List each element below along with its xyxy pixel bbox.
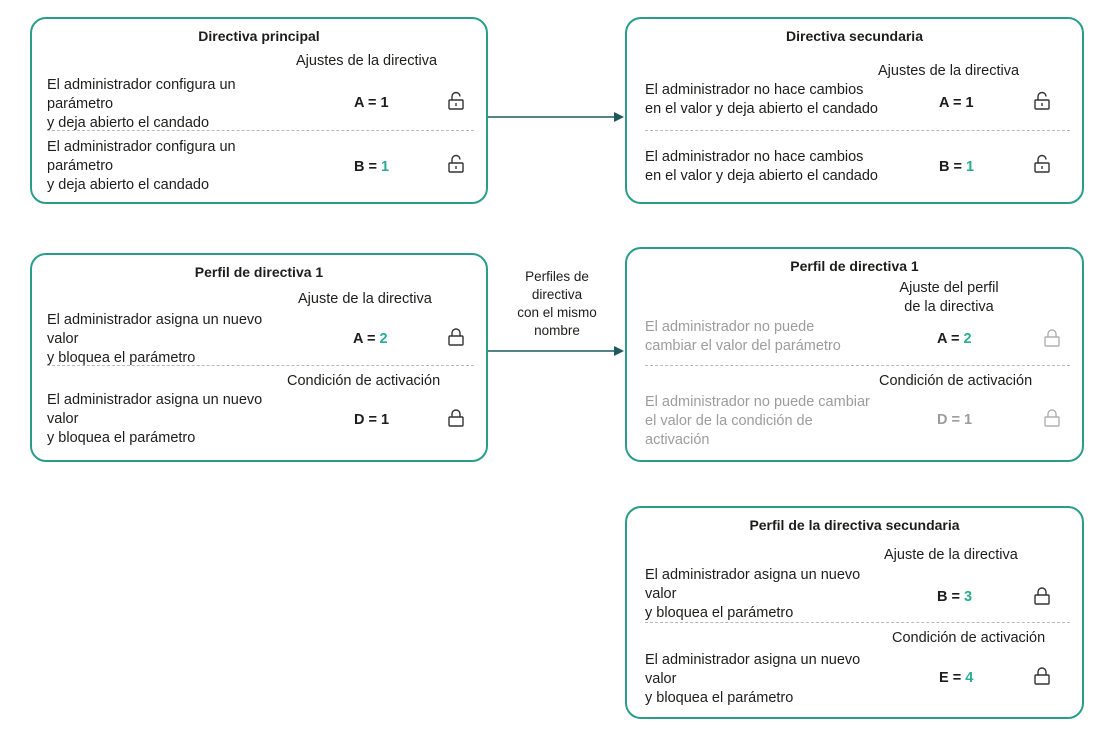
profile1-secondary-section-label: Ajuste del perfil de la directiva [899,280,999,315]
profile1-separator [47,365,474,366]
profile1-row1-value: A = 2 [353,331,388,347]
profile1-secondary-title: Perfil de directiva 1 [790,258,919,274]
main-policy-title: Directiva principal [198,28,320,44]
profile1-secondary-row1-text: El administrador no puede cambiar el val… [645,319,841,354]
lock-icon [1032,666,1052,686]
lock-icon [1042,408,1062,428]
arrow-caption: Perfiles de directiva con el mismo nombr… [517,269,597,338]
main-policy-box: Directiva principal Ajustes de la direct… [30,17,488,204]
secondary-profile-box: Perfil de la directiva secundaria Ajuste… [625,506,1084,719]
profile1-section2-label: Condición de activación [287,373,441,389]
profile1-secondary-section2-label: Condición de activación [879,373,1033,389]
profile1-section-label: Ajuste de la directiva [298,291,432,307]
unlock-icon [1032,154,1052,174]
profile1-title: Perfil de directiva 1 [194,264,324,280]
profile1-secondary-row2-value: D = 1 [937,412,973,428]
secondary-profile-row2-text: El administrador asigna un nuevo valor y… [645,652,861,706]
main-policy-row2-text: El administrador configura un parámetro … [47,139,236,193]
main-policy-separator [47,130,474,131]
inheritance-arrow [488,112,624,122]
unlock-icon [1032,91,1052,111]
secondary-profile-section2-label: Condición de activación [892,630,1046,646]
lock-icon [1042,328,1062,348]
secondary-profile-row1-value: B = 3 [937,589,973,605]
secondary-profile-row1-text: El administrador asigna un nuevo valor y… [645,567,861,621]
lock-icon [446,327,466,347]
secondary-policy-section-label: Ajustes de la directiva [878,63,1020,79]
profile1-secondary-box: Perfil de directiva 1 Ajuste del perfil … [625,247,1084,462]
lock-icon [1032,586,1052,606]
profile1-row1-text: El administrador asigna un nuevo valor y… [47,312,263,366]
lock-icon [446,408,466,428]
secondary-profile-section-label: Ajuste de la directiva [884,547,1018,563]
profile1-row2-text: El administrador asigna un nuevo valor y… [47,392,263,446]
secondary-policy-title: Directiva secundaria [786,28,923,44]
secondary-policy-row2-text: El administrador no hace cambios en el v… [645,149,878,184]
secondary-policy-separator [645,130,1070,131]
secondary-profile-title: Perfil de la directiva secundaria [749,517,960,533]
profile1-box: Perfil de directiva 1 Ajuste de la direc… [30,253,488,462]
main-policy-section-label: Ajustes de la directiva [296,53,438,69]
unlock-icon [446,91,466,111]
main-policy-row2-value: B = 1 [354,159,390,175]
secondary-policy-row1-value: A = 1 [939,95,974,111]
main-policy-row1-text: El administrador configura un parámetro … [47,77,236,131]
secondary-policy-box: Directiva secundaria Ajustes de la direc… [625,17,1084,204]
same-name-profile-arrow [488,346,624,356]
secondary-policy-row1-text: El administrador no hace cambios en el v… [645,82,878,117]
secondary-profile-separator [645,622,1070,623]
profile1-secondary-separator [645,365,1070,366]
profile1-secondary-row1-value: A = 2 [937,331,972,347]
main-policy-row1-value: A = 1 [354,95,389,111]
profile1-secondary-row2-text: El administrador no puede cambiar el val… [645,394,870,448]
unlock-icon [446,154,466,174]
secondary-policy-row2-value: B = 1 [939,159,975,175]
profile1-row2-value: D = 1 [354,412,390,428]
secondary-profile-row2-value: E = 4 [939,670,974,686]
